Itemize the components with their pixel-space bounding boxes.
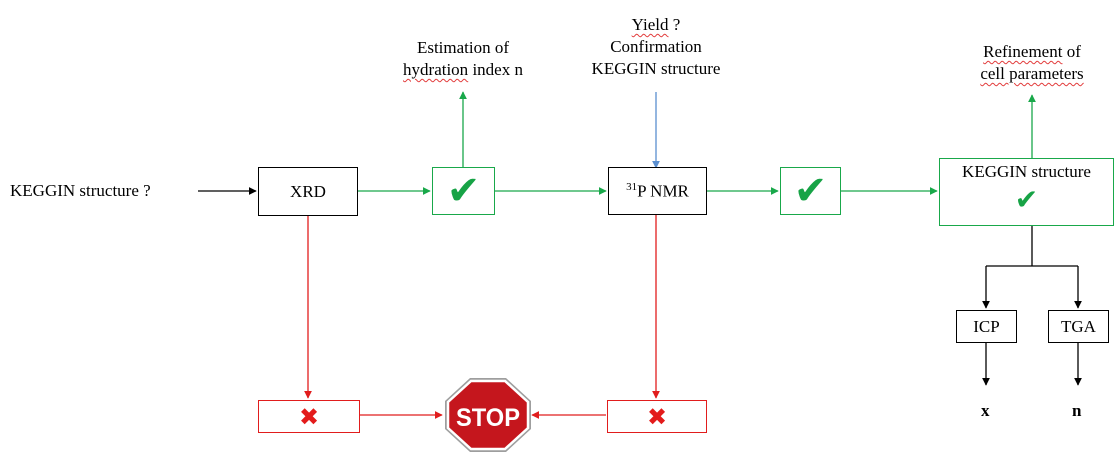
refinement-word: Refinement: [983, 42, 1063, 61]
yield-line-2: Confirmation: [610, 37, 702, 56]
check-box-nmr: ✔: [780, 167, 841, 215]
yield-word: Yield: [631, 15, 669, 34]
nmr-text: P NMR: [637, 181, 689, 201]
yield-line-3: KEGGIN structure: [591, 59, 721, 78]
nmr-isotope: 31: [626, 180, 638, 193]
hydration-rest: index n: [468, 60, 523, 79]
stop-sign-icon: STOP: [445, 378, 531, 452]
refinement-line-1: Refinement of: [957, 41, 1107, 63]
stop-label: STOP: [456, 404, 520, 432]
xrd-label: XRD: [290, 181, 326, 201]
checkmark-icon: ✔: [1014, 183, 1039, 216]
keggin-structure-label: KEGGIN structure: [962, 162, 1091, 181]
fail-box-xrd: ✖: [258, 400, 360, 433]
icp-box: ICP: [956, 310, 1017, 343]
checkmark-icon: ✔: [446, 168, 481, 214]
hydration-estimation-label: Estimation of hydration index n: [393, 37, 533, 81]
refinement-line-2: cell parameters: [980, 64, 1084, 83]
tga-box: TGA: [1048, 310, 1109, 343]
fail-box-nmr: ✖: [607, 400, 707, 433]
xrd-box: XRD: [258, 167, 358, 216]
refinement-rest: of: [1062, 42, 1081, 61]
yield-confirmation-label: Yield ? Confirmation KEGGIN structure: [566, 14, 746, 80]
cross-icon: ✖: [298, 402, 320, 431]
cross-icon: ✖: [646, 402, 668, 431]
check-box-xrd: ✔: [432, 167, 495, 215]
input-question-label: KEGGIN structure ?: [10, 181, 151, 200]
yield-rest: ?: [668, 15, 681, 34]
nmr-label: 31P NMR: [626, 181, 689, 202]
hydration-line-1: Estimation of: [416, 38, 510, 57]
nmr-box: 31P NMR: [608, 167, 707, 215]
keggin-structure-box: KEGGIN structure ✔: [939, 158, 1114, 226]
hydration-line-2: hydration index n: [393, 59, 533, 81]
icp-label: ICP: [973, 316, 1000, 336]
checkmark-icon: ✔: [793, 168, 828, 214]
refinement-label: Refinement of cell parameters: [957, 41, 1107, 85]
yield-line-1: Yield ?: [566, 14, 746, 36]
tga-label: TGA: [1061, 316, 1096, 336]
branch-keggin-to-analyses: [986, 226, 1078, 267]
hydration-word: hydration: [403, 60, 469, 79]
tga-result-n: n: [1072, 401, 1082, 420]
icp-result-x: x: [981, 401, 990, 420]
